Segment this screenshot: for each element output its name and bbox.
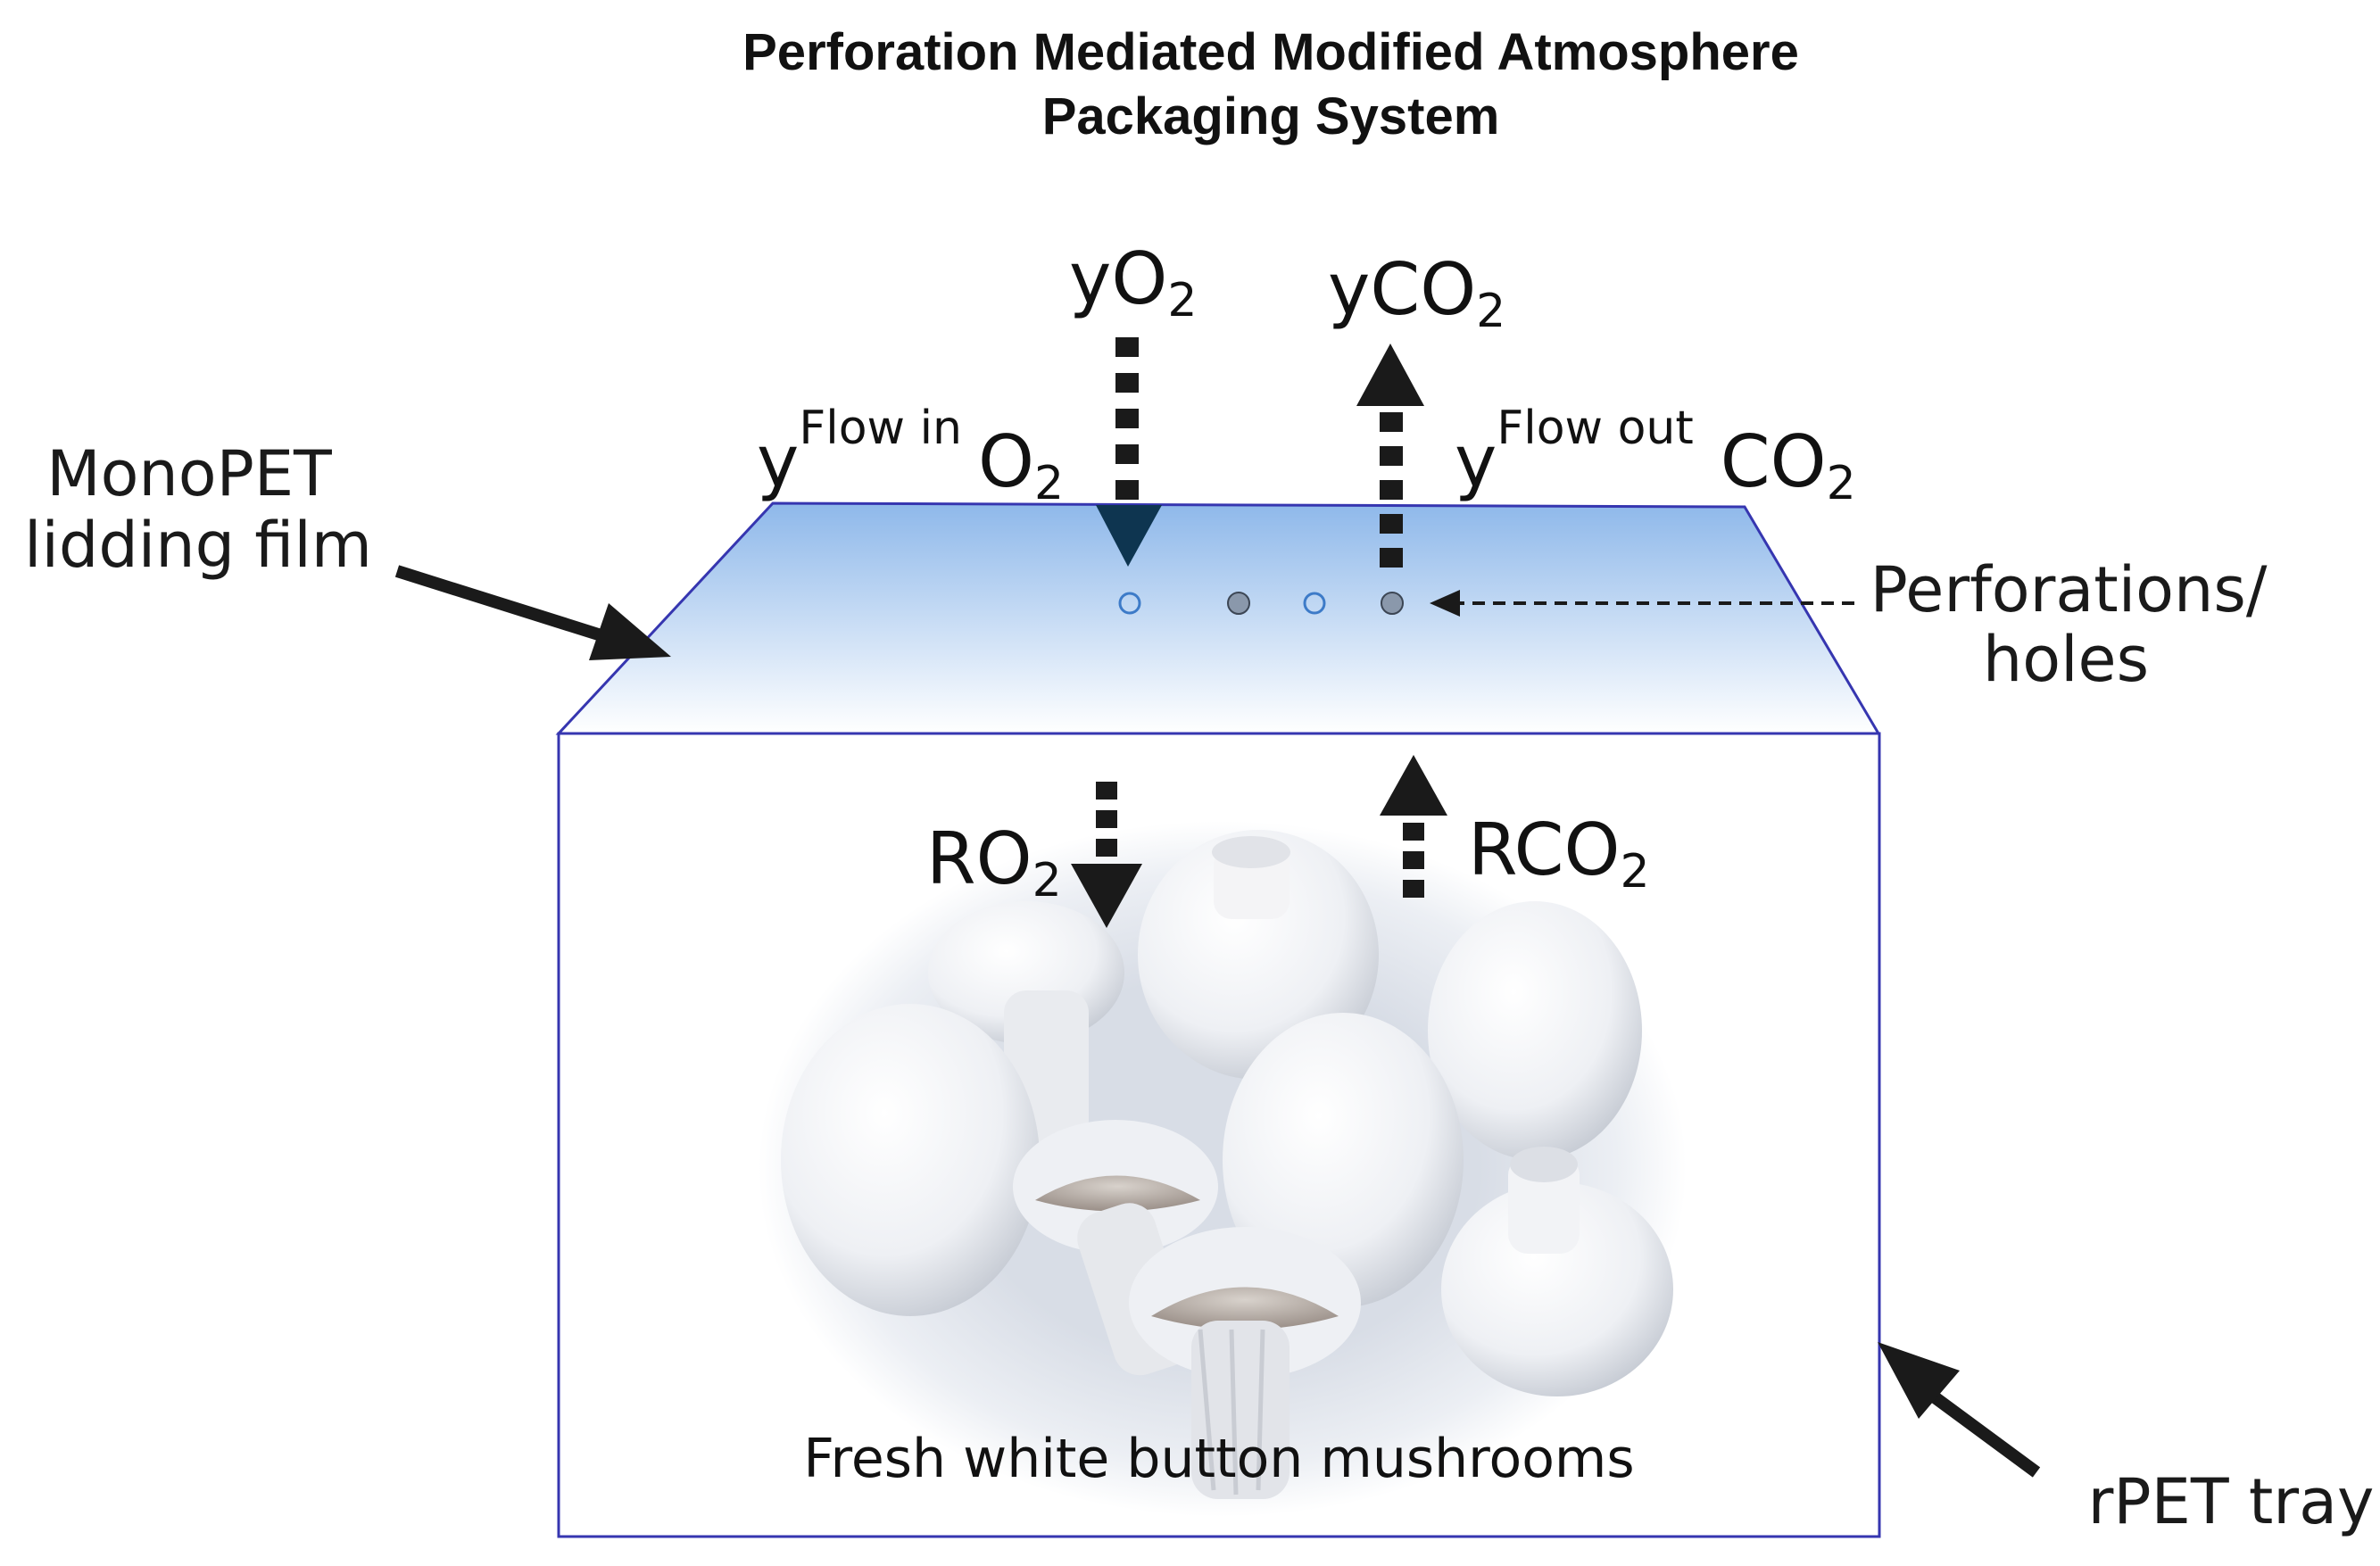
rco2-label: RCO2: [1468, 808, 1650, 899]
perforation-hole: [1381, 592, 1404, 615]
perforation-hole: [1227, 592, 1250, 615]
arrow-down-icon: [1071, 864, 1142, 928]
arrow-up-icon: [1380, 755, 1447, 816]
ro2-label: RO2: [926, 817, 1062, 907]
yo2-label: yO2: [1069, 237, 1197, 327]
arrow-down-icon: [1096, 505, 1162, 567]
tray-label: rPET tray: [2088, 1465, 2375, 1538]
lidding-film-pointer: [394, 565, 671, 660]
perforation-hole: [1303, 592, 1326, 615]
arrow-up-icon: [1356, 344, 1424, 406]
contents-caption: Fresh white button mushrooms: [803, 1428, 1634, 1490]
co2-outflow-arrow: [1356, 344, 1424, 568]
diagram-title-line1: Perforation Mediated Modified Atmosphere: [742, 23, 1799, 81]
o2-inflow-arrow: [1096, 337, 1162, 567]
perforation-pointer: [1430, 590, 1854, 617]
perforations-label-line1: Perforations/: [1870, 553, 2268, 626]
lidding-film: [555, 501, 1881, 735]
yco2-label: yCO2: [1328, 248, 1505, 338]
perforations-label-line2: holes: [1983, 623, 2149, 696]
lidding-film-label-line1: MonoPET: [46, 437, 332, 510]
tray-pointer: [1878, 1342, 2041, 1478]
perforation-hole: [1118, 592, 1141, 615]
respiration-co2-arrow: [1380, 755, 1447, 898]
respiration-o2-arrow: [1071, 782, 1142, 928]
lidding-film-label-line2: lidding film: [24, 509, 372, 582]
diagram-title-line2: Packaging System: [1042, 87, 1500, 145]
mushroom-illustration: [759, 821, 1687, 1517]
